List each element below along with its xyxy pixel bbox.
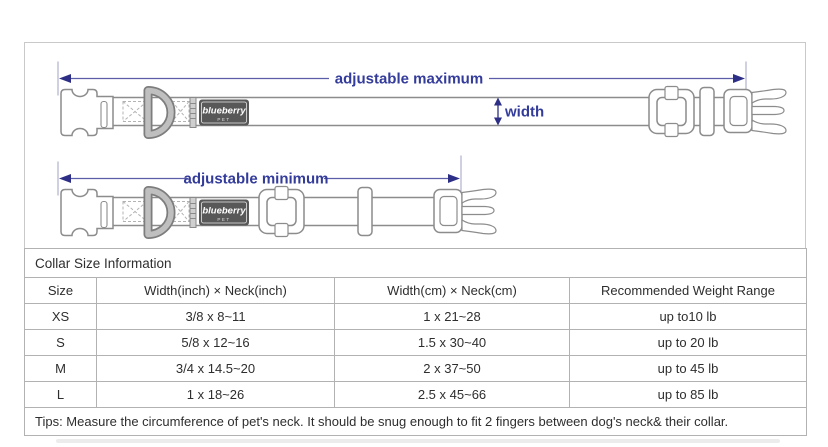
- webbing-tab-icon: [189, 97, 197, 128]
- adjustable-maximum-arrow: [59, 74, 745, 83]
- cell-inch: 1 x 18~26: [96, 381, 335, 408]
- cell-size: M: [24, 355, 97, 382]
- cell-weight: up to10 lb: [569, 303, 807, 330]
- header-cm: Width(cm) × Neck(cm): [334, 277, 570, 304]
- cell-weight: up to 20 lb: [569, 329, 807, 356]
- strap-max: [103, 96, 737, 127]
- tips-text: Tips: Measure the circumference of pet's…: [24, 407, 807, 436]
- cell-cm: 2 x 37~50: [334, 355, 570, 382]
- arrowhead-left-icon: [59, 174, 71, 183]
- arrowhead-down-icon: [494, 117, 502, 126]
- table-title: Collar Size Information: [24, 248, 807, 278]
- cell-inch: 5/8 x 12~16: [96, 329, 335, 356]
- buckle-slot: [100, 100, 108, 129]
- header-size: Size: [24, 277, 97, 304]
- table-row: L 1 x 18~26 2.5 x 45~66 up to 85 lb: [24, 381, 807, 408]
- cell-cm: 1 x 21~28: [334, 303, 570, 330]
- cell-cm: 1.5 x 30~40: [334, 329, 570, 356]
- cell-inch: 3/4 x 14.5~20: [96, 355, 335, 382]
- header-weight: Recommended Weight Range: [569, 277, 807, 304]
- cell-weight: up to 85 lb: [569, 381, 807, 408]
- collar-diagrams: adjustable maximum: [25, 61, 787, 248]
- keeper-loop: [699, 86, 715, 137]
- d-ring: [143, 86, 176, 139]
- table-header-row: Size Width(inch) × Neck(inch) Width(cm) …: [24, 277, 807, 304]
- brand-label: blueberry PET: [199, 99, 249, 126]
- triglide-slider: [648, 85, 695, 138]
- arrowhead-up-icon: [494, 97, 502, 106]
- cell-size: S: [24, 329, 97, 356]
- male-buckle: [723, 88, 787, 135]
- adjustable-minimum-arrow: [59, 174, 460, 183]
- scan-artifact-line: [56, 439, 780, 443]
- arrowhead-right-icon: [448, 174, 460, 183]
- cell-inch: 3/8 x 8~11: [96, 303, 335, 330]
- arrowhead-left-icon: [59, 74, 71, 83]
- collar-diagram-box: adjustable maximum: [24, 42, 806, 248]
- collar-size-table: Collar Size Information Size Width(inch)…: [24, 248, 807, 436]
- cell-weight: up to 45 lb: [569, 355, 807, 382]
- cell-size: XS: [24, 303, 97, 330]
- stitch-box-icon: [122, 101, 190, 122]
- collar-min-diagram: adjustable minimum: [58, 155, 497, 237]
- adjustable-maximum-label: adjustable maximum: [335, 71, 483, 88]
- cell-size: L: [24, 381, 97, 408]
- table-row: S 5/8 x 12~16 1.5 x 30~40 up to 20 lb: [24, 329, 807, 356]
- header-inch: Width(inch) × Neck(inch): [96, 277, 335, 304]
- width-label: width: [504, 104, 544, 121]
- table-row: XS 3/8 x 8~11 1 x 21~28 up to10 lb: [24, 303, 807, 330]
- arrowhead-right-icon: [733, 74, 745, 83]
- table-row: M 3/4 x 14.5~20 2 x 37~50 up to 45 lb: [24, 355, 807, 382]
- cell-cm: 2.5 x 45~66: [334, 381, 570, 408]
- female-buckle: [60, 88, 114, 137]
- brand-sub: PET: [217, 117, 230, 122]
- adjustable-minimum-label: adjustable minimum: [183, 171, 328, 188]
- width-arrow: [494, 97, 502, 126]
- collar-max-diagram: adjustable maximum: [57, 61, 787, 139]
- brand-name: blueberry: [202, 106, 246, 117]
